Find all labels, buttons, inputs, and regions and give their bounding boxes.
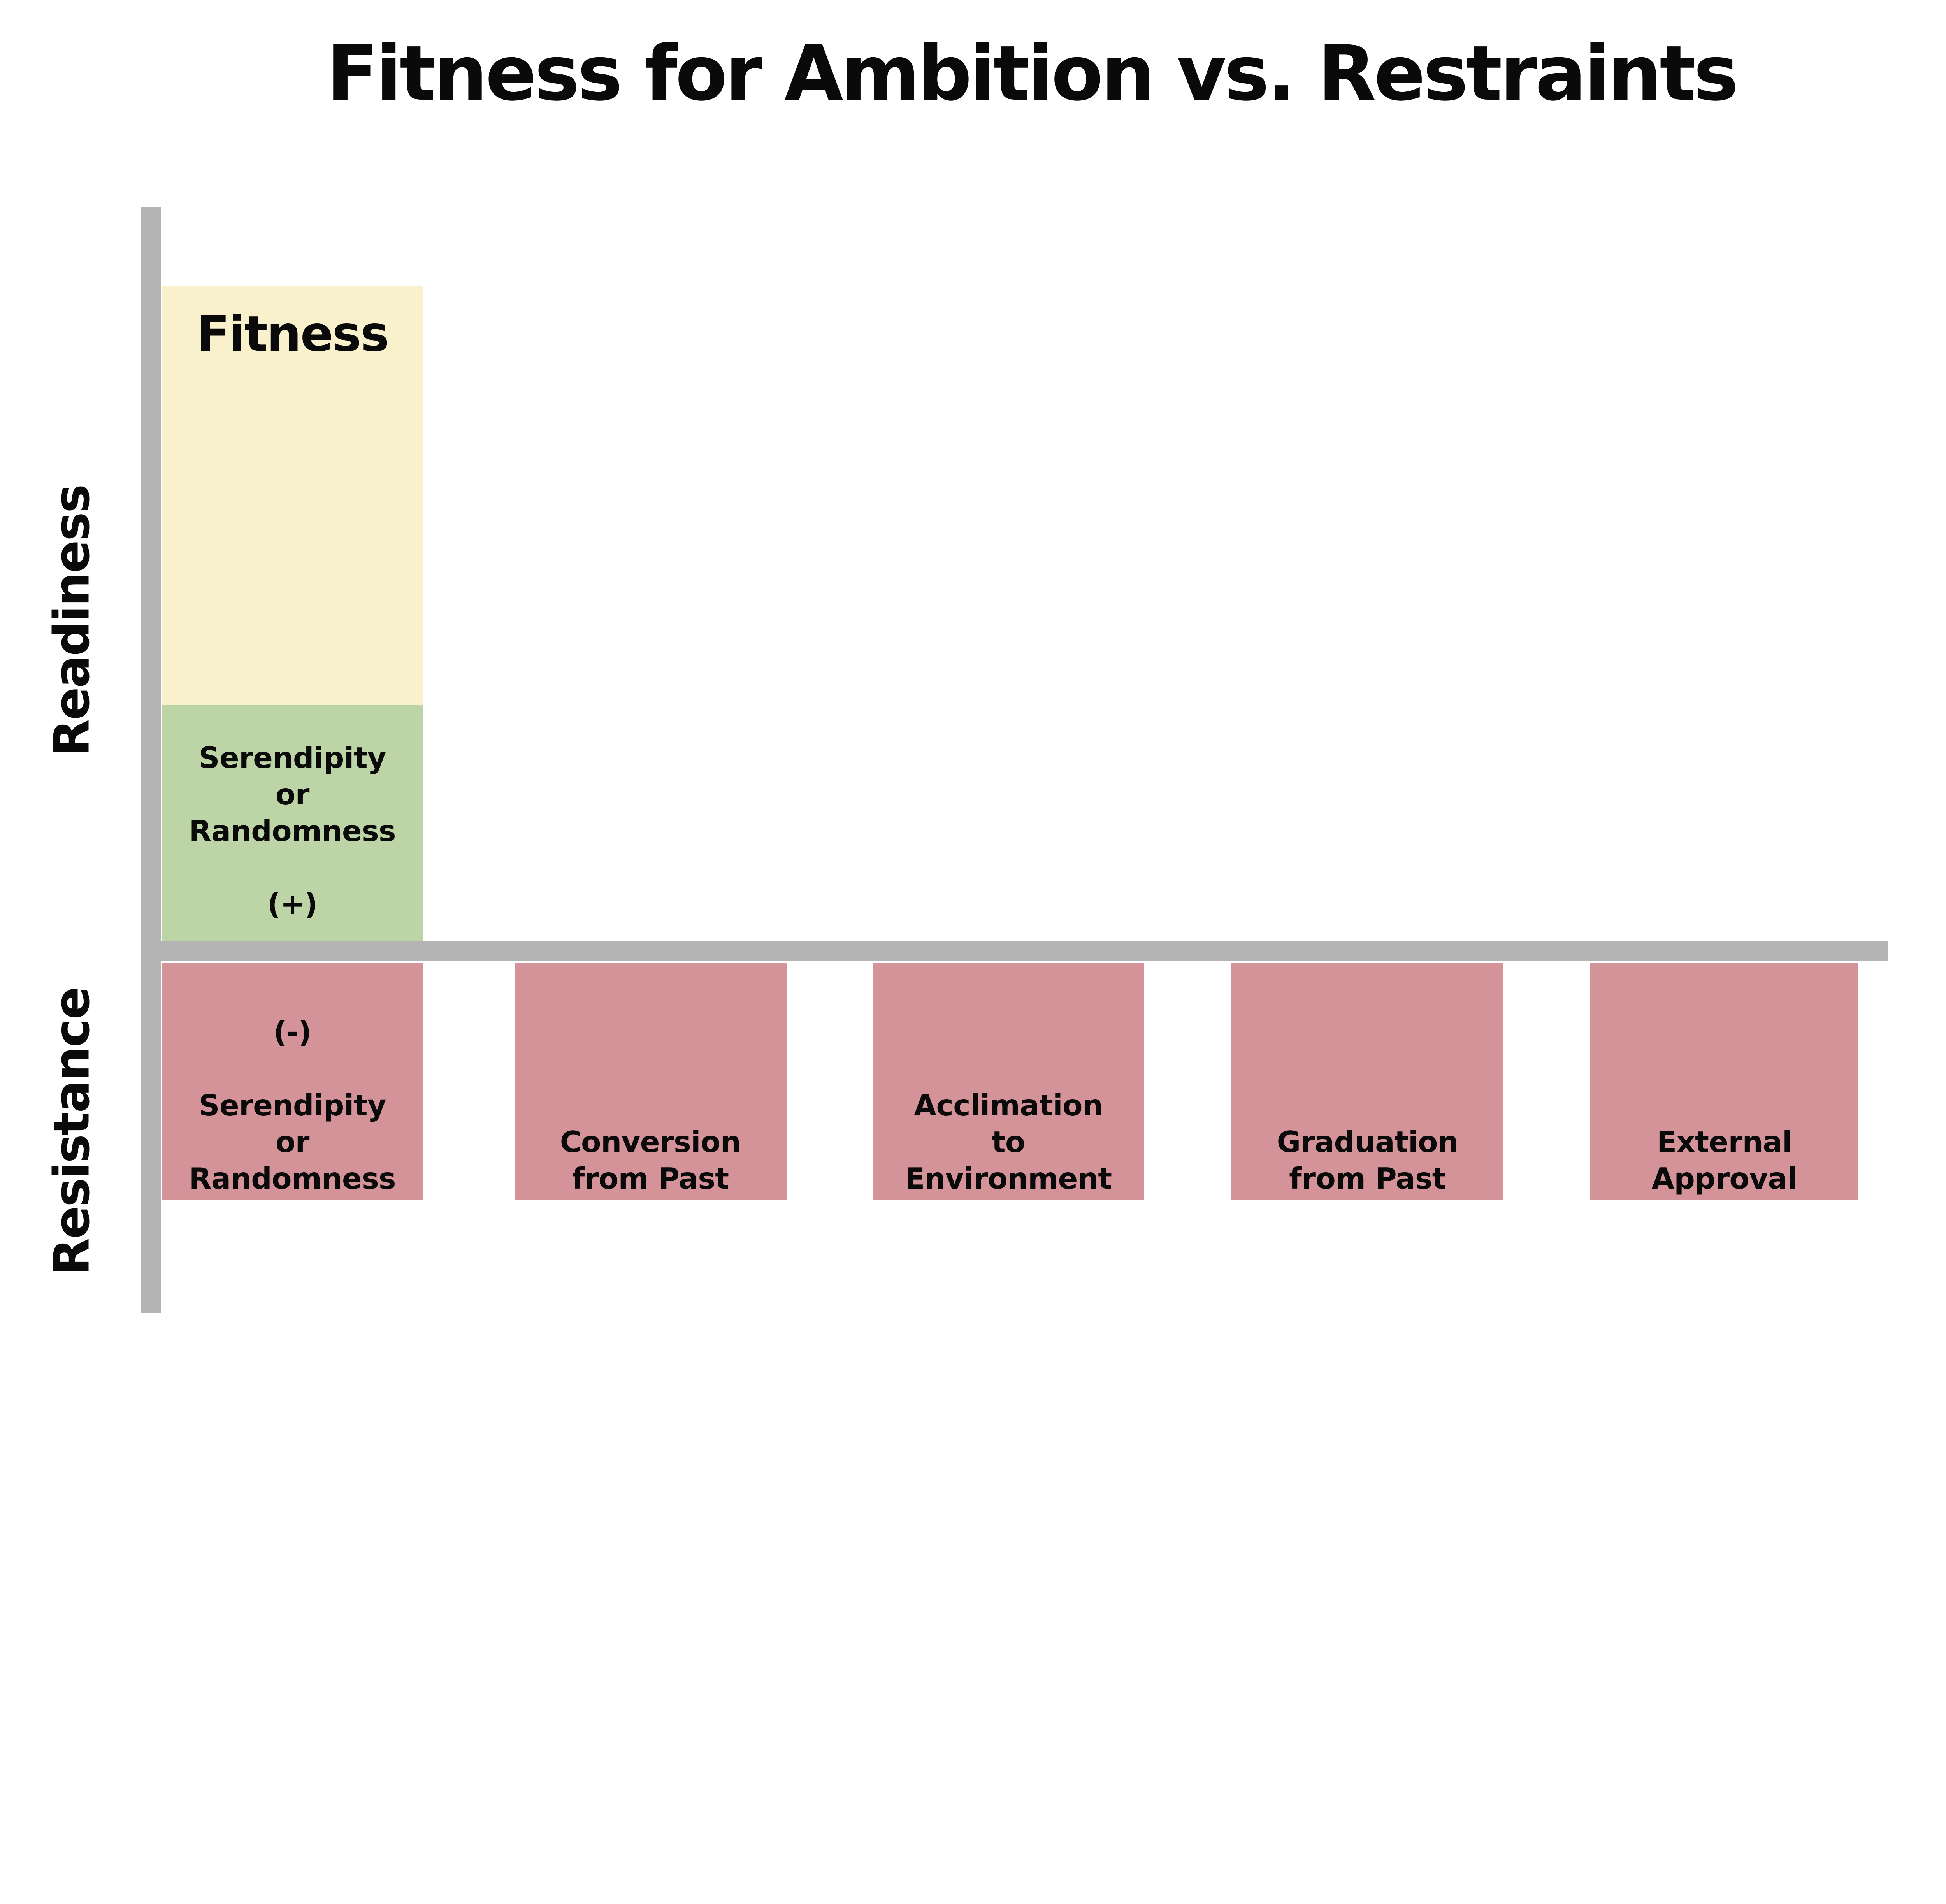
y-axis-line bbox=[140, 207, 161, 1313]
y-axis-label-resistance: Resistance bbox=[44, 987, 100, 1276]
resistance-bar-external-approval: External Approval bbox=[1590, 963, 1858, 1200]
resistance-bar-conversion: Conversion from Past bbox=[514, 963, 787, 1200]
serendipity-plus-line-2: or bbox=[275, 777, 310, 812]
resistance-bar-4-line-2: from Past bbox=[1289, 1161, 1446, 1196]
resistance-bar-5-line-1: External bbox=[1656, 1125, 1792, 1159]
minus-sign: (-) bbox=[273, 1015, 312, 1050]
resistance-bar-3-line-2: to bbox=[991, 1125, 1026, 1159]
diagram-title: Fitness for Ambition vs. Restraints bbox=[326, 29, 1739, 118]
resistance-bar-5-line-2: Approval bbox=[1651, 1161, 1797, 1196]
serendipity-plus-line-3: Randomness bbox=[189, 814, 396, 848]
serendipity-plus-line-1: Serendipity bbox=[198, 741, 386, 775]
fitness-segment: Fitness bbox=[162, 286, 423, 705]
resistance-bar-graduation: Graduation from Past bbox=[1231, 963, 1503, 1200]
resistance-bar-acclimation: Acclimation to Environment bbox=[873, 963, 1144, 1200]
fitness-label: Fitness bbox=[196, 306, 390, 363]
resistance-bar-2-line-2: from Past bbox=[572, 1161, 729, 1196]
resistance-bar-2-line-1: Conversion bbox=[560, 1125, 741, 1159]
diagram-canvas: Fitness for Ambition vs. Restraints Read… bbox=[44, 29, 1888, 1313]
y-axis-label-readiness: Readiness bbox=[44, 485, 100, 757]
resistance-bar-1-line-3: Randomness bbox=[189, 1161, 396, 1196]
resistance-bar-4-line-1: Graduation bbox=[1277, 1125, 1459, 1159]
resistance-bar-3-line-1: Acclimation bbox=[914, 1088, 1103, 1123]
resistance-bar-3-line-3: Environment bbox=[905, 1161, 1112, 1196]
resistance-bar-serendipity: (-) Serendipity or Randomness bbox=[162, 963, 423, 1200]
plus-sign: (+) bbox=[267, 887, 318, 922]
x-axis-line bbox=[140, 941, 1888, 961]
resistance-bar-1-line-2: or bbox=[275, 1125, 310, 1159]
resistance-bar-1-line-1: Serendipity bbox=[198, 1088, 386, 1123]
serendipity-plus-segment: Serendipity or Randomness (+) bbox=[162, 705, 423, 941]
